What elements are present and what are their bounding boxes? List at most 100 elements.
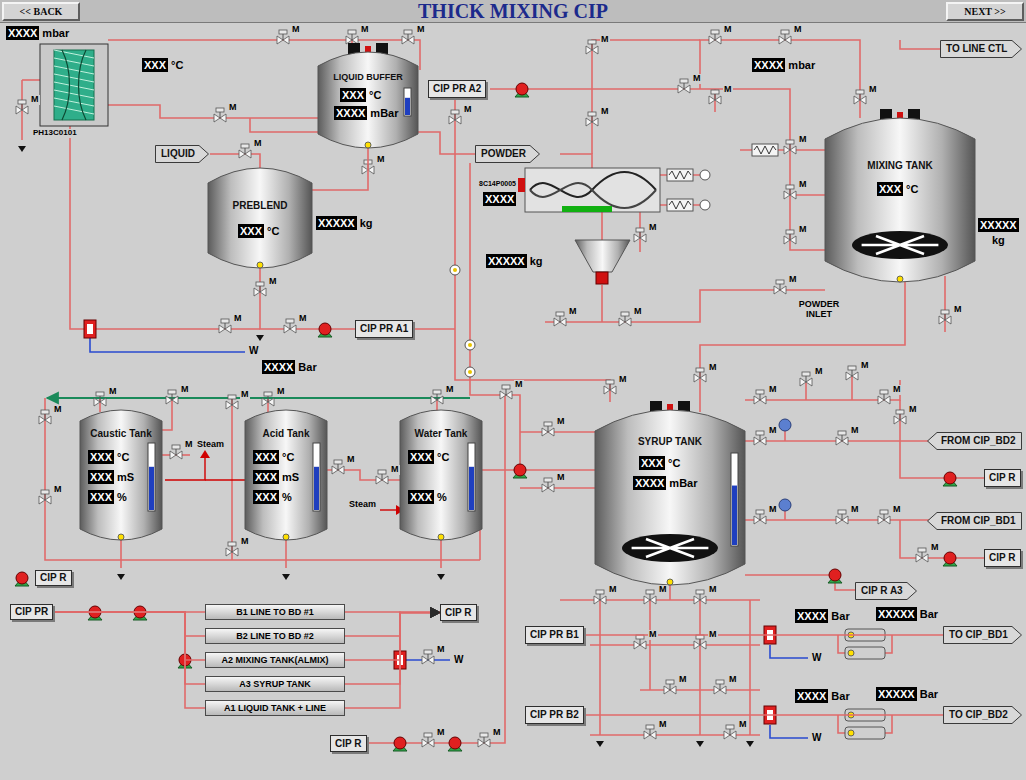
valve-mode-label: M <box>892 505 902 515</box>
tank-name: SYRUP TANK <box>595 436 745 447</box>
screen-title: THICK MIXING CIP <box>418 0 608 22</box>
outlet-dot <box>438 534 444 540</box>
valve-symbol <box>284 319 296 333</box>
valve-actuator <box>838 431 846 435</box>
valve-symbol <box>39 490 51 504</box>
readout-value: XXXX <box>795 689 828 703</box>
valve-symbol <box>694 635 706 649</box>
valve-mode-label: M <box>600 107 610 117</box>
heater-box <box>667 199 693 211</box>
valve-symbol <box>170 445 182 459</box>
valve-symbol <box>254 282 266 296</box>
readout-value: XXXXX <box>876 607 917 621</box>
filter-frame <box>40 44 108 126</box>
valve-actuator <box>256 282 264 286</box>
pipe <box>601 285 603 322</box>
valve-stem <box>100 396 101 402</box>
valve-mode-label: M <box>860 361 870 371</box>
cip-tag-box: CIP R <box>35 570 72 586</box>
drain-head <box>282 574 290 580</box>
pipe-connector <box>345 613 440 685</box>
valve-mode-label: M <box>184 440 194 450</box>
valve-symbol <box>724 725 736 739</box>
value-readout: XXX°C <box>253 450 294 464</box>
strainer <box>845 727 885 739</box>
pump-symbol <box>133 606 147 620</box>
mixer-ribbon <box>530 172 656 197</box>
line-arrow-tag: POWDER <box>475 145 540 163</box>
valve-symbol <box>784 185 796 199</box>
valve-symbol <box>709 90 721 104</box>
valve-symbol <box>166 390 178 404</box>
valve-stem <box>548 482 549 488</box>
outlet-dot <box>365 142 371 148</box>
valve-mode-label: M <box>233 314 243 324</box>
pipe <box>120 540 122 568</box>
readout-value: XXX <box>88 470 114 484</box>
arrow-tag-shape <box>944 627 1022 644</box>
valve-stem <box>715 34 716 40</box>
valve-mode-label: M <box>648 223 658 233</box>
tag-text: TO CIP_BD2 <box>949 709 1008 720</box>
pump-symbol <box>393 737 407 751</box>
tag-text: CIP R <box>335 738 362 749</box>
readout-value: XXX <box>253 470 279 484</box>
value-readout: XXX°C <box>877 182 918 196</box>
sight-glass-dot <box>468 370 472 374</box>
line-arrow-tag: TO CIP_BD2 <box>943 706 1022 724</box>
value-readout: XXX% <box>408 490 447 504</box>
valve-actuator <box>756 390 764 394</box>
pipe <box>805 382 807 400</box>
valve-stem <box>700 639 701 645</box>
sight-glass <box>465 367 475 377</box>
cip-tag-box: CIP R <box>330 735 367 752</box>
process-tank: PREBLENDXXX°C <box>208 168 312 268</box>
level-gauge <box>148 443 155 511</box>
readout-value: XXX <box>88 450 114 464</box>
pipe <box>601 212 603 240</box>
title-bar <box>0 0 1026 22</box>
tag-text: A1 LIQUID TANK + LINE <box>224 703 326 713</box>
line-arrow-tag: FROM CIP_BD1 <box>927 512 1021 530</box>
valve-symbol <box>634 228 646 242</box>
unit-label: kg <box>360 216 373 230</box>
unit-label: mBar <box>669 476 697 490</box>
valve-mode-label: M <box>723 25 733 35</box>
nav-button: << BACK <box>2 2 80 21</box>
unit-label: °C <box>668 456 680 470</box>
valve-mode-label: M <box>53 485 63 495</box>
valve-actuator <box>680 79 688 83</box>
valve-mode-label: M <box>678 675 688 685</box>
valve-mode-label: M <box>850 426 860 436</box>
pipe-connector <box>53 612 205 660</box>
arrow-tag-shape <box>856 583 917 600</box>
value-readout: XXX% <box>88 490 127 504</box>
valve-actuator <box>606 380 614 384</box>
hatch-line <box>54 82 94 90</box>
plant-label: W <box>248 345 259 356</box>
pipe <box>480 470 520 560</box>
readout-value: XXX <box>238 224 264 238</box>
valve-symbol <box>694 368 706 382</box>
valve-mode-label: M <box>708 363 718 373</box>
valve-symbol <box>542 478 554 492</box>
valve-mode-label: M <box>658 585 668 595</box>
tag-text: CIP PR A1 <box>360 323 408 334</box>
hopper-valve <box>596 272 608 284</box>
unit-label: °C <box>267 224 279 238</box>
valve-actuator <box>802 372 810 376</box>
unit-label: % <box>437 490 447 504</box>
tank-name: LIQUID BUFFER <box>318 72 418 82</box>
value-readout: XXX°C <box>408 450 449 464</box>
readout-value: XXXXX <box>316 216 357 230</box>
valve-actuator <box>636 228 644 232</box>
pipe-connector <box>53 612 205 708</box>
agitator-blade <box>862 236 939 254</box>
valve-symbol <box>94 392 106 406</box>
pipe-connector <box>312 148 368 190</box>
valve-symbol <box>500 385 512 399</box>
valve-actuator <box>18 100 26 104</box>
pump-symbol <box>943 552 957 566</box>
valve-actuator <box>41 490 49 494</box>
valve-mode-label: M <box>738 720 748 730</box>
